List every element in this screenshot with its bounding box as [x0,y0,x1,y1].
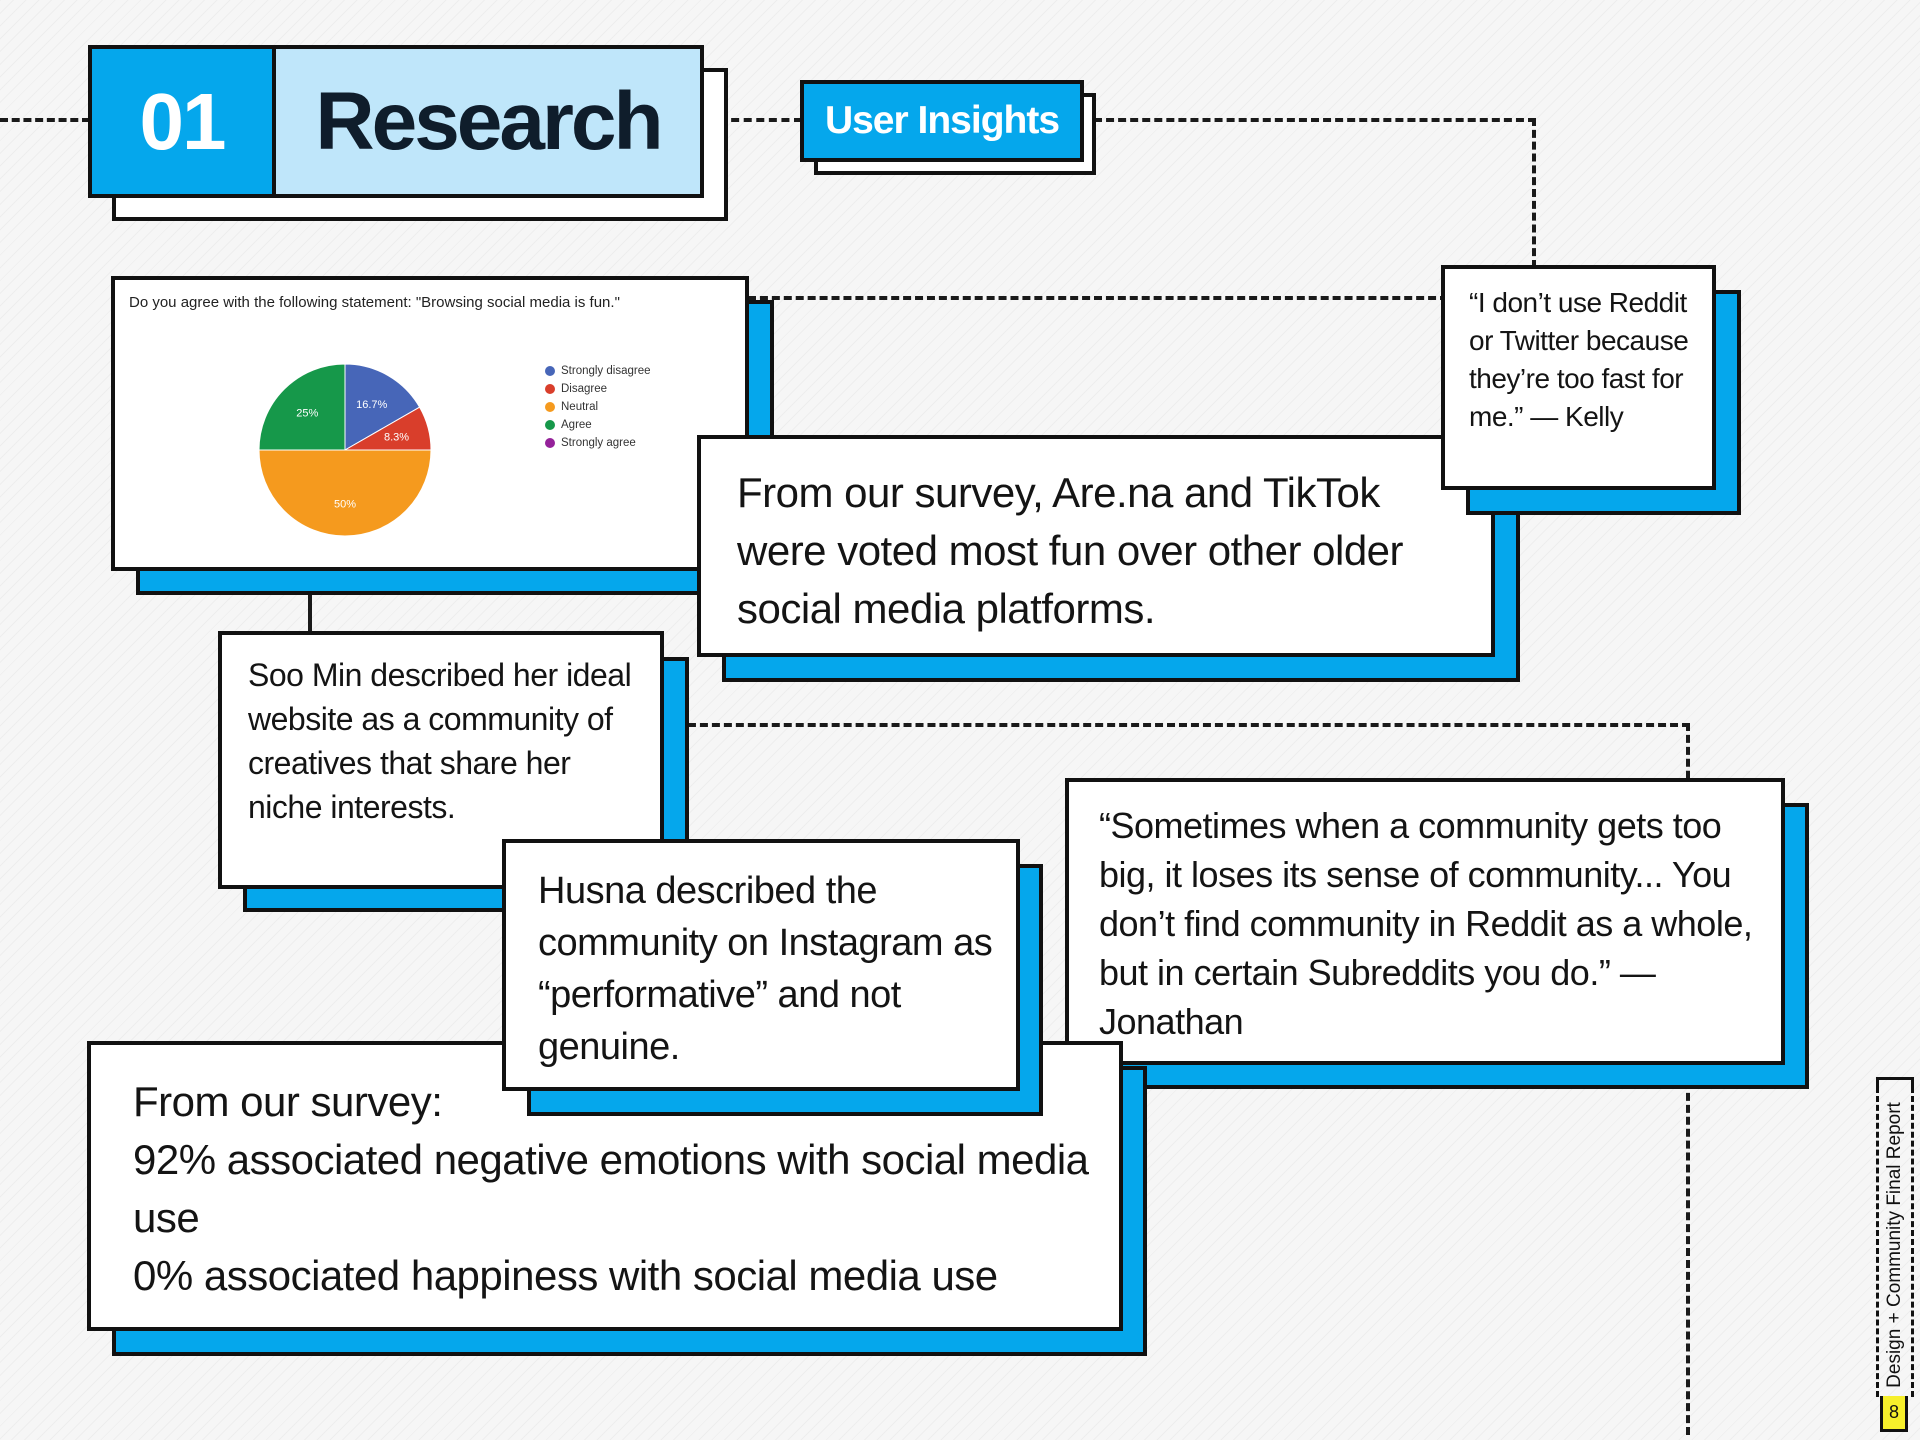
pie-slice-label: 8.3% [384,431,409,443]
legend-label: Strongly disagree [561,365,651,377]
page-title: Research [272,45,704,198]
legend-label: Disagree [561,383,608,395]
page-number: 8 [1880,1396,1908,1432]
quote-kelly-card: “I don’t use Reddit or Twitter because t… [1441,265,1716,490]
legend-item: Disagree [545,380,651,398]
connector-line [706,118,802,122]
pie-slice-label: 16.7% [356,399,387,411]
legend-label: Agree [561,419,592,431]
survey-fun-card: From our survey, Are.na and TikTok were … [697,435,1495,657]
pie-slice-neutral [258,449,432,537]
chart-card: Do you agree with the following statemen… [111,276,749,571]
legend-marker [545,420,555,430]
legend-item: Agree [545,416,651,434]
footer-bracket-dash [1911,1087,1914,1397]
connector-line [0,118,90,122]
survey-stats-happiness: 0% associated happiness with social medi… [133,1252,998,1299]
survey-fun-text: From our survey, Are.na and TikTok were … [737,469,1404,632]
soo-min-text: Soo Min described her ideal website as a… [248,657,632,825]
survey-stats-negative: 92% associated negative emotions with so… [133,1136,1089,1241]
footer-bracket-dash [1876,1087,1879,1397]
report-title: Design + Community Final Report [1884,1102,1905,1388]
section-number: 01 [88,45,276,198]
section-tag: User Insights [800,80,1084,162]
husna-text: Husna described the community on Instagr… [538,870,993,1068]
connector-line [1094,118,1536,122]
legend-label: Strongly agree [561,437,636,449]
chart-question: Do you agree with the following statemen… [129,294,620,311]
legend-label: Neutral [561,401,599,413]
husna-card: Husna described the community on Instagr… [502,839,1020,1091]
legend-marker [545,438,555,448]
footer-bracket [1876,1077,1914,1087]
connector-line [308,586,312,632]
quote-kelly-text: “I don’t use Reddit or Twitter because t… [1469,287,1689,432]
pie-slice-agree [258,363,346,451]
legend-item: Strongly disagree [545,362,651,380]
connector-line [1532,118,1536,268]
legend-marker [545,366,555,376]
connector-line [748,296,1448,300]
quote-jonathan-text: “Sometimes when a community gets too big… [1099,805,1753,1042]
legend-item: Neutral [545,398,651,416]
quote-jonathan-card: “Sometimes when a community gets too big… [1065,778,1785,1065]
survey-stats-heading: From our survey: [133,1078,443,1125]
pie-slice-label: 50% [334,498,356,510]
pie-chart: 16.7% 8.3% 50% 25% [258,363,432,537]
connector-line [664,723,1690,727]
legend-item: Strongly agree [545,434,651,452]
pie-slice-strongly-disagree [344,363,421,451]
legend-marker [545,384,555,394]
pie-slice-label: 25% [296,407,318,419]
legend-marker [545,402,555,412]
